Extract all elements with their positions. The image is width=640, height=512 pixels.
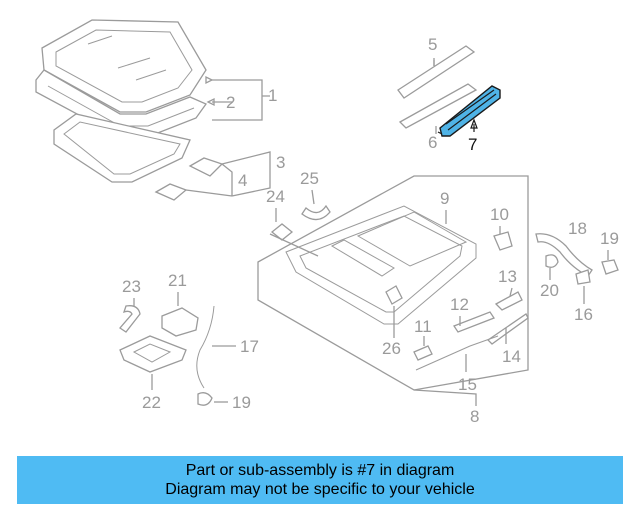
banner-line-disclaimer: Diagram may not be specific to your vehi… <box>165 481 475 498</box>
callout-20: 20 <box>540 281 559 300</box>
cable-15 <box>415 335 499 371</box>
callout-5: 5 <box>428 35 437 54</box>
control-unit-22 <box>119 335 187 373</box>
callout-13-leader <box>509 287 513 297</box>
callout-10: 10 <box>490 205 509 224</box>
callout-3-4-leaders <box>185 151 271 197</box>
callout-11: 11 <box>414 317 432 336</box>
info-banner: Part or sub-assembly is #7 in diagram Di… <box>17 456 623 504</box>
callout-6: 6 <box>428 133 437 152</box>
callout-7: 7 <box>468 135 477 154</box>
callout-18: 18 <box>568 219 587 238</box>
callout-25: 25 <box>300 169 319 188</box>
hose-23 <box>119 305 141 333</box>
bracket-11 <box>413 345 433 361</box>
callout-15: 15 <box>458 375 477 394</box>
rear-guide-rail-6 <box>398 83 478 129</box>
sunshade-panel <box>53 113 191 183</box>
callout-17: 17 <box>240 337 259 356</box>
drain-clip-26 <box>385 285 403 305</box>
switch-21 <box>161 307 199 337</box>
callout-25-leader <box>311 189 315 205</box>
callout-21: 21 <box>168 271 187 290</box>
callout-23: 23 <box>122 277 141 296</box>
clip-16 <box>575 269 591 285</box>
callout-24: 24 <box>266 187 285 206</box>
callout-12: 12 <box>450 295 469 314</box>
callout-2: 2 <box>226 93 235 112</box>
callout-16: 16 <box>574 305 593 324</box>
sunroof-frame-housing <box>257 175 529 391</box>
cable-assembly-13 <box>494 291 523 311</box>
callout-7-arrow <box>470 118 478 129</box>
callout-22: 22 <box>142 393 161 412</box>
callout-3: 3 <box>276 153 285 172</box>
callout-8: 8 <box>470 407 479 426</box>
exploded-parts-diagram: 1 2 3 4 5 6 7 9 24 <box>35 19 619 426</box>
clip-25 <box>301 204 331 221</box>
grommet-19-lower <box>197 392 213 406</box>
grommet-20 <box>545 254 559 268</box>
highlighted-part-7-drain-trough[interactable] <box>437 85 501 137</box>
callout-1-2-leaders <box>205 75 270 121</box>
callout-19-upper: 19 <box>600 229 619 248</box>
deflector-seal-24 <box>269 223 319 257</box>
callout-4: 4 <box>238 171 247 190</box>
callout-8-leader <box>413 389 477 406</box>
callout-1: 1 <box>268 86 277 105</box>
drain-hose-18 <box>535 233 593 277</box>
guide-12 <box>453 311 495 333</box>
callout-26: 26 <box>382 339 401 358</box>
callout-13: 13 <box>498 267 517 286</box>
motor-10 <box>493 231 513 251</box>
clip-19-upper <box>601 259 619 275</box>
banner-line-part: Part or sub-assembly is #7 in diagram <box>185 462 455 479</box>
callout-14: 14 <box>502 347 521 366</box>
callout-9: 9 <box>440 189 449 208</box>
harness-17 <box>196 305 215 389</box>
callout-19-lower: 19 <box>232 393 251 412</box>
